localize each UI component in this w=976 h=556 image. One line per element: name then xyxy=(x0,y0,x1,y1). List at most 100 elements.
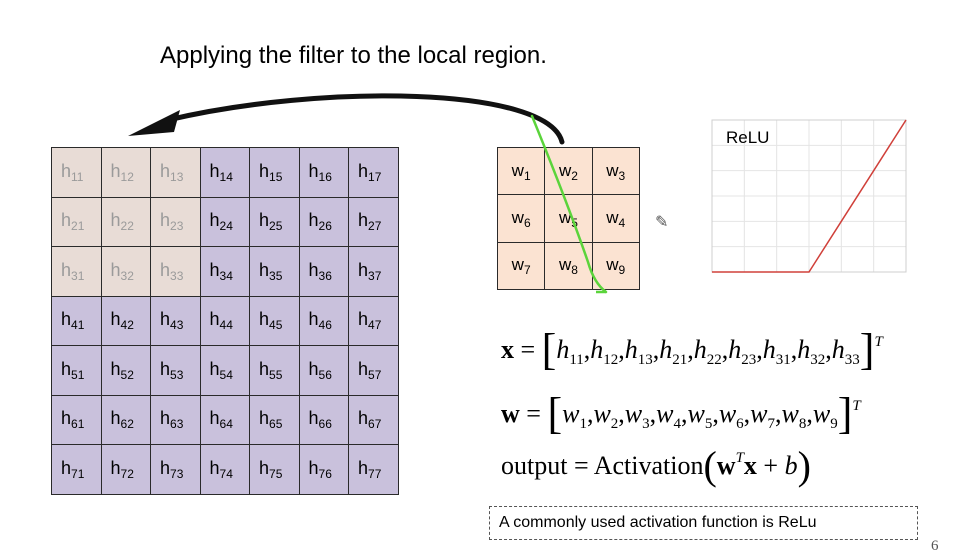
equals-sign: = xyxy=(526,399,548,428)
cell-subscript: 64 xyxy=(219,417,233,432)
cell-subscript: 32 xyxy=(120,268,134,283)
cell-subscript: 12 xyxy=(120,169,134,184)
cell-subscript: 8 xyxy=(571,263,578,278)
vector-term: h11 xyxy=(556,335,584,368)
cell-subscript: 65 xyxy=(269,417,283,432)
pencil-icon: ✎ xyxy=(655,214,669,231)
equals-sign: = xyxy=(520,335,542,364)
grid-cell-h75: h75 xyxy=(249,444,300,495)
cell-subscript: 6 xyxy=(523,215,531,230)
cell-symbol: w xyxy=(558,255,572,275)
cell-subscript: 3 xyxy=(618,168,626,183)
cell-symbol: h xyxy=(110,309,121,330)
grid-cell-h54: h54 xyxy=(199,345,250,396)
relu-series-line xyxy=(712,119,907,273)
cell-symbol: w xyxy=(606,255,619,275)
vector-term: w2 xyxy=(593,399,619,432)
close-paren: ) xyxy=(797,443,811,488)
cell-subscript: 33 xyxy=(170,268,184,283)
cell-symbol: h xyxy=(110,160,121,181)
cell-subscript: 37 xyxy=(368,268,382,283)
transpose-mark: T xyxy=(852,398,861,414)
grid-cell-h65: h65 xyxy=(249,394,300,445)
vector-term: w3 xyxy=(624,399,650,432)
cell-symbol: h xyxy=(160,457,171,478)
vector-term: h21 xyxy=(659,335,688,368)
grid-cell-h27: h27 xyxy=(348,196,399,247)
x-symbol: x xyxy=(501,335,514,364)
cell-symbol: h xyxy=(308,408,319,429)
cell-subscript: 73 xyxy=(170,466,184,481)
cell-subscript: 4 xyxy=(618,215,626,230)
grid-cell-h67: h67 xyxy=(348,394,399,445)
cell-symbol: h xyxy=(110,408,121,429)
cell-symbol: h xyxy=(61,408,72,429)
cell-subscript: 41 xyxy=(71,318,85,333)
cell-symbol: h xyxy=(160,358,171,379)
grid-cell-h41: h41 xyxy=(51,295,102,346)
grid-cell-h62: h62 xyxy=(100,394,151,445)
cell-subscript: 17 xyxy=(368,169,382,184)
cell-subscript: 47 xyxy=(368,318,382,333)
vector-term: h22 xyxy=(693,335,722,368)
cell-subscript: 23 xyxy=(170,219,184,234)
grid-cell-h57: h57 xyxy=(348,345,399,396)
cell-subscript: 54 xyxy=(219,367,233,382)
grid-cell-h24: h24 xyxy=(199,196,250,247)
cell-symbol: h xyxy=(209,259,220,280)
grid-cell-h26: h26 xyxy=(298,196,349,247)
note-box: A commonly used activation function is R… xyxy=(489,506,918,540)
cell-subscript: 43 xyxy=(170,318,184,333)
cell-symbol: h xyxy=(358,358,369,379)
cell-symbol: h xyxy=(209,408,220,429)
cell-symbol: h xyxy=(358,160,369,181)
cell-subscript: 15 xyxy=(269,169,283,184)
filter-cell-w1: w1 xyxy=(496,146,546,196)
grid-cell-h47: h47 xyxy=(348,295,399,346)
cell-symbol: h xyxy=(358,408,369,429)
cell-symbol: h xyxy=(160,408,171,429)
cell-subscript: 77 xyxy=(368,466,382,481)
grid-cell-h44: h44 xyxy=(199,295,250,346)
grid-cell-h32: h32 xyxy=(100,246,151,297)
cell-subscript: 25 xyxy=(269,219,283,234)
cell-symbol: h xyxy=(110,358,121,379)
vector-term: h12 xyxy=(590,335,619,368)
cell-symbol: w xyxy=(511,160,524,180)
vector-term: w1 xyxy=(562,399,587,432)
cell-symbol: w xyxy=(511,255,524,275)
filter-cell-w8: w8 xyxy=(544,241,593,290)
cell-symbol: h xyxy=(358,210,369,231)
cell-symbol: h xyxy=(259,210,270,231)
cell-symbol: w xyxy=(606,207,619,227)
output-label: output xyxy=(501,451,568,480)
cell-symbol: h xyxy=(259,259,270,280)
cell-subscript: 27 xyxy=(368,219,382,234)
cell-subscript: 22 xyxy=(120,219,134,234)
vector-term: w7 xyxy=(750,399,776,432)
cell-symbol: h xyxy=(61,210,72,231)
vector-term: h23 xyxy=(728,335,757,368)
cell-subscript: 11 xyxy=(71,169,84,184)
cell-symbol: h xyxy=(61,259,72,280)
grid-cell-h76: h76 xyxy=(298,444,349,495)
grid-cell-h21: h21 xyxy=(51,196,102,247)
cell-symbol: h xyxy=(209,358,220,379)
cell-symbol: h xyxy=(259,309,270,330)
grid-cell-h25: h25 xyxy=(249,196,300,247)
filter-cell-w5: w5 xyxy=(544,194,593,243)
cell-symbol: h xyxy=(110,457,121,478)
w-symbol: w xyxy=(716,451,736,480)
vector-term: h13 xyxy=(624,335,653,368)
vector-term: h31 xyxy=(762,335,791,368)
grid-cell-h17: h17 xyxy=(348,147,399,198)
cell-subscript: 53 xyxy=(170,367,184,382)
vector-term: w6 xyxy=(718,399,744,432)
cell-subscript: 13 xyxy=(170,169,184,184)
